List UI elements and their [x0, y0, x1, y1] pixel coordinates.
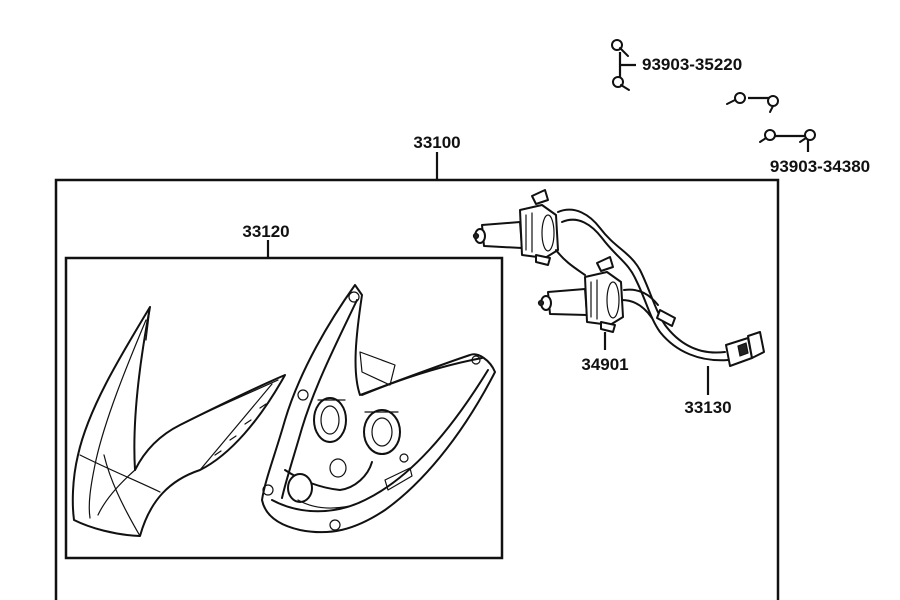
small-screws-drawing — [611, 39, 636, 91]
lens-frame — [64, 256, 504, 560]
headlight-housing-drawing — [261, 284, 496, 534]
small-screw-part-number: 93903-35220 — [642, 55, 742, 74]
bulb-part-number: 34901 — [581, 355, 628, 374]
tapping-screw-part-number: 93903-34380 — [770, 157, 870, 176]
assembly-part-number: 33100 — [413, 133, 460, 152]
headlight-bulb-lower — [537, 256, 624, 333]
headlight-bulb-upper — [472, 189, 559, 266]
assembly-frame — [54, 178, 780, 600]
harness-part-number: 33130 — [684, 398, 731, 417]
lens-part-number: 33120 — [242, 222, 289, 241]
tapping-screws-drawing — [726, 92, 816, 152]
wiring-harness-drawing — [555, 208, 765, 367]
headlight-lens-drawing — [71, 306, 286, 537]
